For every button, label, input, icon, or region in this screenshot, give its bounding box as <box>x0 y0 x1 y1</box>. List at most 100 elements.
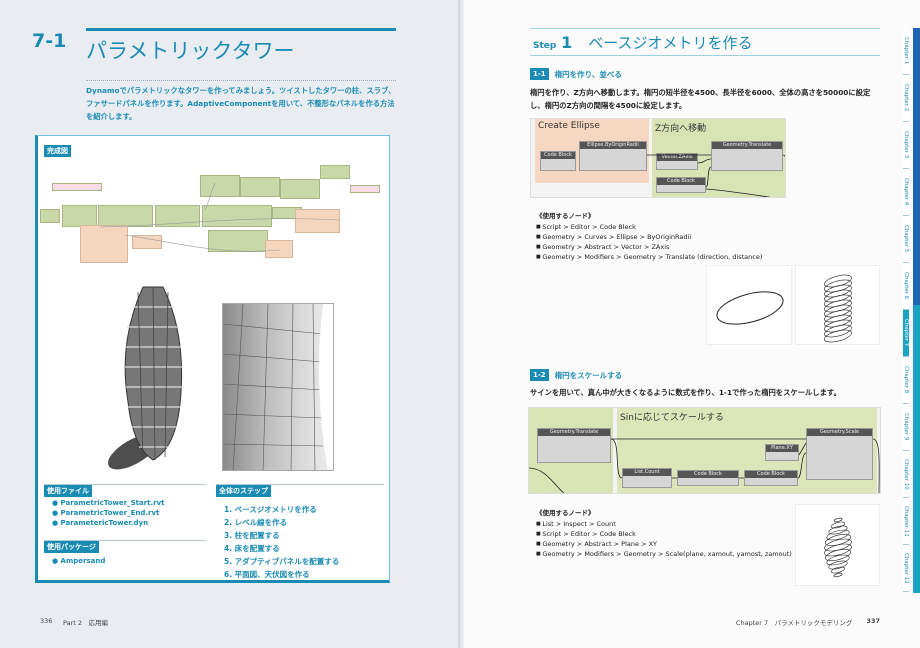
dynamo-node: Code Block <box>677 470 739 486</box>
group-label: Z方向へ移動 <box>655 124 707 134</box>
file-name: ParametricTower_Start.rvt <box>60 499 165 507</box>
chapter-tab[interactable]: Chapter 5 <box>903 216 909 263</box>
overview-node <box>295 209 340 233</box>
file-list: ● ParametricTower_Start.rvt ● Parametric… <box>52 499 165 529</box>
file-item: ● ParametricTower_Start.rvt <box>52 499 165 507</box>
dynamo-graph-1-1: Create Ellipse Z方向へ移動 Code Block Ellipse… <box>530 118 786 198</box>
step-number: 1 <box>561 33 573 52</box>
chapter-tab[interactable]: Chapter 3 <box>903 122 909 169</box>
step-rule-top <box>530 28 880 29</box>
node-title: Code Block <box>745 471 797 478</box>
file-item: ● ParametricTower_End.rvt <box>52 509 160 517</box>
step-item: 5. アダプティブパネルを配置する <box>224 557 340 566</box>
dynamo-node: Geometry.Scale <box>806 428 873 480</box>
node-path: Geometry > Curves > Ellipse > ByOriginRa… <box>536 232 762 242</box>
chapter-tab[interactable]: Chapter 11 <box>903 498 909 545</box>
node-title: Vector.ZAxis <box>657 154 697 161</box>
ellipse-ring <box>824 534 852 546</box>
dynamo-graph-1-2: Sinに応じてスケールする Geometry.Translate List.Co… <box>528 407 881 494</box>
steps-list: 1. ベースジオメトリを作る 2. レベル線を作る 3. 柱を配置する 4. 床… <box>224 504 339 582</box>
chapter-tab[interactable]: Chapter 10 <box>903 451 909 498</box>
chapter-tab[interactable]: Chapter 8 <box>903 357 909 404</box>
ellipse-ring <box>824 274 852 288</box>
subsection-1-2-heading: 1-2 楕円をスケールする <box>530 369 622 381</box>
dynamo-node: Code Block <box>744 470 798 486</box>
scaled-ellipse-stack-preview <box>795 504 880 586</box>
footer-chapter: Chapter 7 パラメトリックモデリング <box>735 619 853 627</box>
file-item: ● ParametericTower.dyn <box>52 519 149 527</box>
dynamo-node: Ellipse.ByOriginRadii <box>579 141 647 171</box>
chapter-tab[interactable]: Chapter 4 <box>903 169 909 216</box>
page-number-right: 337 <box>866 617 880 625</box>
title-rule <box>86 28 396 31</box>
overview-node <box>240 177 280 197</box>
node-path: Script > Editor > Code Bleck <box>536 222 762 232</box>
files-divider <box>44 484 206 485</box>
package-name: Ampersand <box>60 557 106 565</box>
node-path: List > Inspect > Count <box>536 519 792 529</box>
chapter-tab[interactable]: Chapter 6 <box>903 263 909 310</box>
overview-node <box>155 205 200 227</box>
overview-node <box>62 205 97 227</box>
package-item: ● Ampersand <box>52 557 106 565</box>
node-title: Code Block <box>678 471 738 478</box>
chapter-tab[interactable]: Chapter 2 <box>903 75 909 122</box>
node-title: Code Block <box>541 152 575 159</box>
step-label: Step <box>533 41 557 51</box>
dynamo-node: Code Block <box>540 151 576 171</box>
chapter-tab-bar <box>913 28 920 593</box>
subsection-1-1-text: 楕円を作り、Z方向へ移動します。楕円の短半径を4500、長半径を6000、全体の… <box>530 88 871 110</box>
intro-text: Dynamoでパラメトリックなタワーを作ってみましょう。ツイストしたタワーの柱、… <box>86 86 396 121</box>
ellipse-ring <box>830 566 846 574</box>
node-path: Geometry > Abstract > Plane > XY <box>536 539 792 549</box>
overview-node <box>200 175 240 197</box>
node-path: Script > Editor > Code Bleck <box>536 529 792 539</box>
step-rule-bottom <box>530 55 880 56</box>
ellipse-ring <box>824 538 852 552</box>
nodes-list-1-2: 《使用するノード》 List > Inspect > Count Script … <box>536 507 792 559</box>
chapter-tab[interactable]: Chapter 9 <box>903 404 909 451</box>
step-title: ベースジオメトリを作る <box>588 34 753 52</box>
packages-divider <box>44 540 206 541</box>
step-item: 4. 床を配置する <box>224 544 280 553</box>
step-item: 1. ベースジオメトリを作る <box>224 505 317 514</box>
ellipse-ring <box>824 279 852 293</box>
ellipse-ring <box>833 517 843 523</box>
tower-render <box>108 286 183 470</box>
subsection-number: 1-2 <box>530 369 549 381</box>
nodes-list-label: 《使用するノード》 <box>536 509 595 517</box>
group-label: Create Ellipse <box>538 121 600 131</box>
step-heading: Step 1 ベースジオメトリを作る <box>533 32 753 53</box>
intro-divider <box>86 80 396 81</box>
subsection-1-2-text: サインを用いて、真ん中が大きくなるように数式を作り、1-1で作った楕円をスケール… <box>530 388 841 397</box>
node-title: Geometry.Translate <box>712 142 782 149</box>
node-path: Geometry > Modifiers > Geometry > Scale(… <box>536 549 791 559</box>
node-path: Geometry > Abstract > Vector > ZAxis <box>536 242 762 252</box>
ellipse-ring <box>828 525 848 535</box>
subsection-number: 1-1 <box>530 68 549 80</box>
chapter-tab[interactable]: Chapter 12 <box>903 545 909 592</box>
dynamo-node: Code Block <box>656 177 706 193</box>
dynamo-graph-overview <box>40 165 385 275</box>
node-title: Geometry.Scale <box>807 429 872 436</box>
node-title: Code Block <box>657 178 705 185</box>
node-path: Geometry > Modifiers > Geometry > Transl… <box>536 252 762 262</box>
node-title: Geometry.Translate <box>538 429 610 436</box>
dynamo-node: Geometry.Translate <box>537 428 611 463</box>
completed-label: 完成図 <box>44 145 71 157</box>
chapter-tab[interactable]: Chapter 1 <box>903 28 909 75</box>
ellipse-ring <box>833 572 843 578</box>
steps-divider <box>216 484 384 485</box>
overview-node <box>52 183 102 191</box>
node-wires <box>647 154 785 197</box>
subsection-title: 楕円をスケールする <box>554 370 623 380</box>
ellipse-ring <box>828 560 848 570</box>
dynamo-node: Plane.XY <box>765 444 799 461</box>
section-number: 7-1 <box>32 30 67 52</box>
step-item: 3. 柱を配置する <box>224 531 280 540</box>
tower-closeup-render <box>222 303 334 471</box>
overview-node <box>320 165 350 179</box>
chapter-tab[interactable]: Chapter 7 <box>903 310 909 357</box>
right-footer: Chapter 7 パラメトリックモデリング 337 <box>736 617 880 627</box>
